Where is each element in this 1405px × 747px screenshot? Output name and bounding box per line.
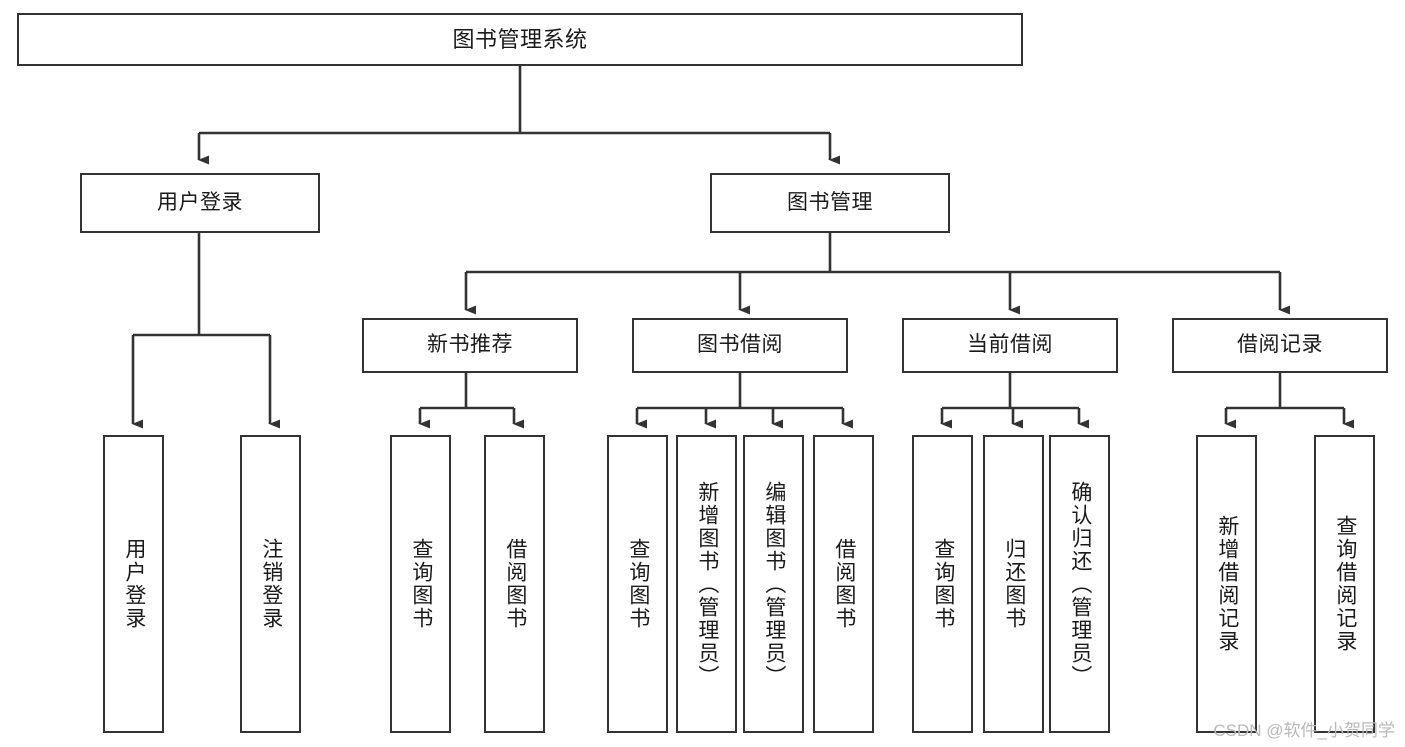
node-leaf-query-book-1[interactable]: 查询图书: [390, 435, 451, 733]
node-label: 当前借阅: [967, 333, 1053, 357]
node-label: 新增借阅记录: [1215, 515, 1239, 653]
node-leaf-confirm-return[interactable]: 确认归还（管理员）: [1049, 435, 1110, 733]
node-label: 查询图书: [409, 538, 433, 630]
node-label: 借阅记录: [1237, 333, 1323, 357]
node-label: 查询图书: [931, 538, 955, 630]
node-label: 注销登录: [259, 538, 283, 630]
node-leaf-add-borrow-record[interactable]: 新增借阅记录: [1196, 435, 1257, 733]
node-label: 图书管理系统: [452, 26, 588, 52]
node-leaf-add-book[interactable]: 新增图书（管理员）: [676, 435, 737, 733]
node-label: 查询图书: [626, 538, 650, 630]
watermark-text: CSDN @软件_小贺同学: [1213, 721, 1395, 740]
node-root-book-management-system[interactable]: 图书管理系统: [17, 13, 1023, 66]
node-leaf-query-borrow-record[interactable]: 查询借阅记录: [1314, 435, 1375, 733]
node-user-login[interactable]: 用户登录: [80, 173, 320, 233]
node-label: 查询借阅记录: [1333, 515, 1357, 653]
node-leaf-edit-book[interactable]: 编辑图书（管理员）: [743, 435, 804, 733]
node-label: 借阅图书: [503, 538, 527, 630]
node-label: 确认归还（管理员）: [1068, 480, 1092, 688]
node-label: 用户登录: [157, 190, 243, 214]
node-leaf-user-login[interactable]: 用户登录: [103, 435, 164, 733]
node-new-book-recommend[interactable]: 新书推荐: [362, 318, 578, 373]
node-label: 新书推荐: [427, 333, 513, 357]
node-borrow-record[interactable]: 借阅记录: [1172, 318, 1388, 373]
node-label: 用户登录: [122, 538, 146, 630]
node-label: 归还图书: [1002, 538, 1026, 630]
node-label: 借阅图书: [832, 538, 856, 630]
node-label: 图书借阅: [697, 333, 783, 357]
node-leaf-logout-login[interactable]: 注销登录: [240, 435, 301, 733]
node-label: 编辑图书（管理员）: [762, 480, 786, 688]
node-label: 图书管理: [787, 190, 873, 214]
node-leaf-query-book-3[interactable]: 查询图书: [912, 435, 973, 733]
node-label: 新增图书（管理员）: [695, 480, 719, 688]
node-leaf-borrow-book-1[interactable]: 借阅图书: [484, 435, 545, 733]
node-book-management[interactable]: 图书管理: [710, 173, 950, 233]
node-leaf-query-book-2[interactable]: 查询图书: [607, 435, 668, 733]
node-book-borrow[interactable]: 图书借阅: [632, 318, 848, 373]
node-leaf-return-book[interactable]: 归还图书: [983, 435, 1044, 733]
node-current-borrow[interactable]: 当前借阅: [902, 318, 1118, 373]
node-leaf-borrow-book-2[interactable]: 借阅图书: [813, 435, 874, 733]
